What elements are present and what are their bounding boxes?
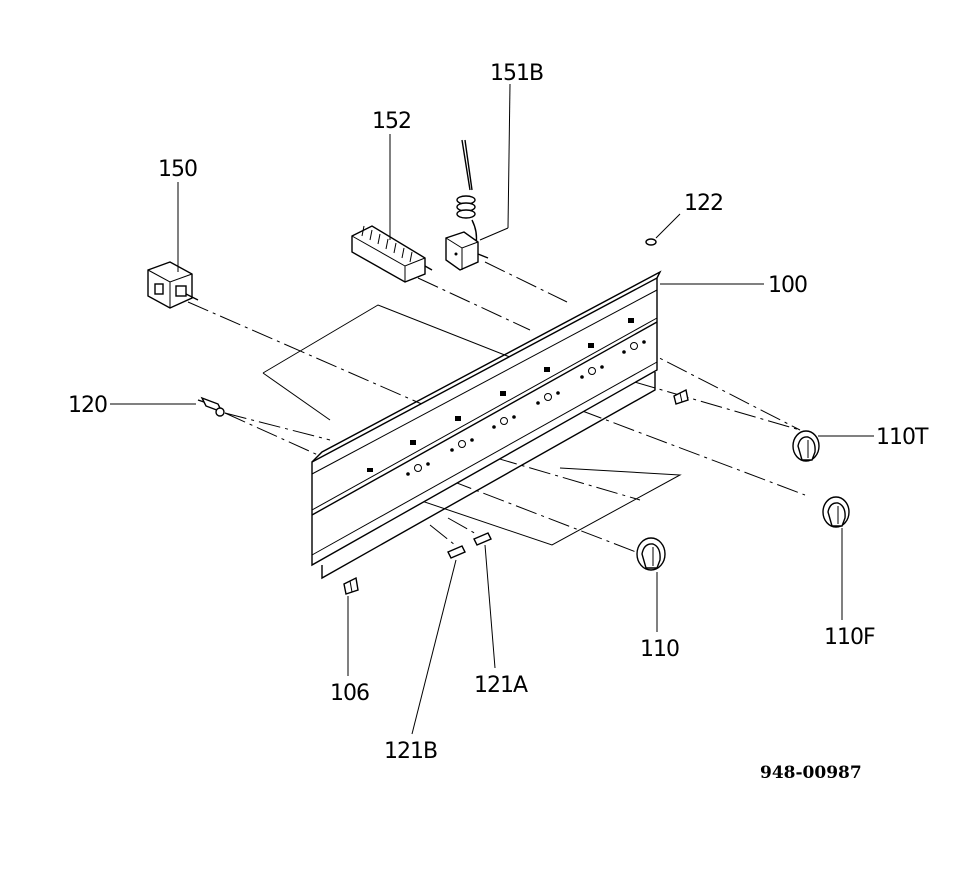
thermostat-151b (445, 139, 489, 271)
document-code: 948-00987 (760, 763, 862, 783)
alignment-lines (187, 261, 806, 553)
knob-110t (792, 430, 820, 462)
callout-labels: 150 152 151B 122 100 120 110T 110F 110 1… (68, 61, 930, 783)
callout-152: 152 (372, 109, 411, 134)
callout-150: 150 (158, 157, 197, 182)
plug-122 (645, 238, 657, 246)
leader-lines (110, 83, 874, 735)
lens-121a (473, 532, 492, 546)
callout-121a: 121A (474, 673, 528, 698)
knob-110 (636, 537, 666, 571)
callout-106: 106 (330, 681, 369, 706)
callout-110t: 110T (876, 425, 929, 450)
callout-100: 100 (768, 273, 807, 298)
callout-151b: 151B (490, 61, 543, 86)
callout-121b: 121B (384, 739, 437, 764)
clip-106 (343, 576, 359, 595)
clip-106-rear (673, 388, 689, 405)
control-panel-100 (311, 270, 662, 580)
lens-121b (447, 545, 466, 559)
lamp-holder-120 (197, 396, 225, 417)
knob-110f (822, 496, 850, 528)
switch-150 (147, 261, 199, 309)
knob-holes (406, 340, 646, 476)
callout-122: 122 (684, 191, 723, 216)
callout-110f: 110F (824, 625, 875, 650)
callout-120: 120 (68, 393, 107, 418)
terminal-block-152 (351, 225, 433, 283)
callout-110: 110 (640, 637, 679, 662)
rear-panel-phantom (262, 304, 682, 546)
